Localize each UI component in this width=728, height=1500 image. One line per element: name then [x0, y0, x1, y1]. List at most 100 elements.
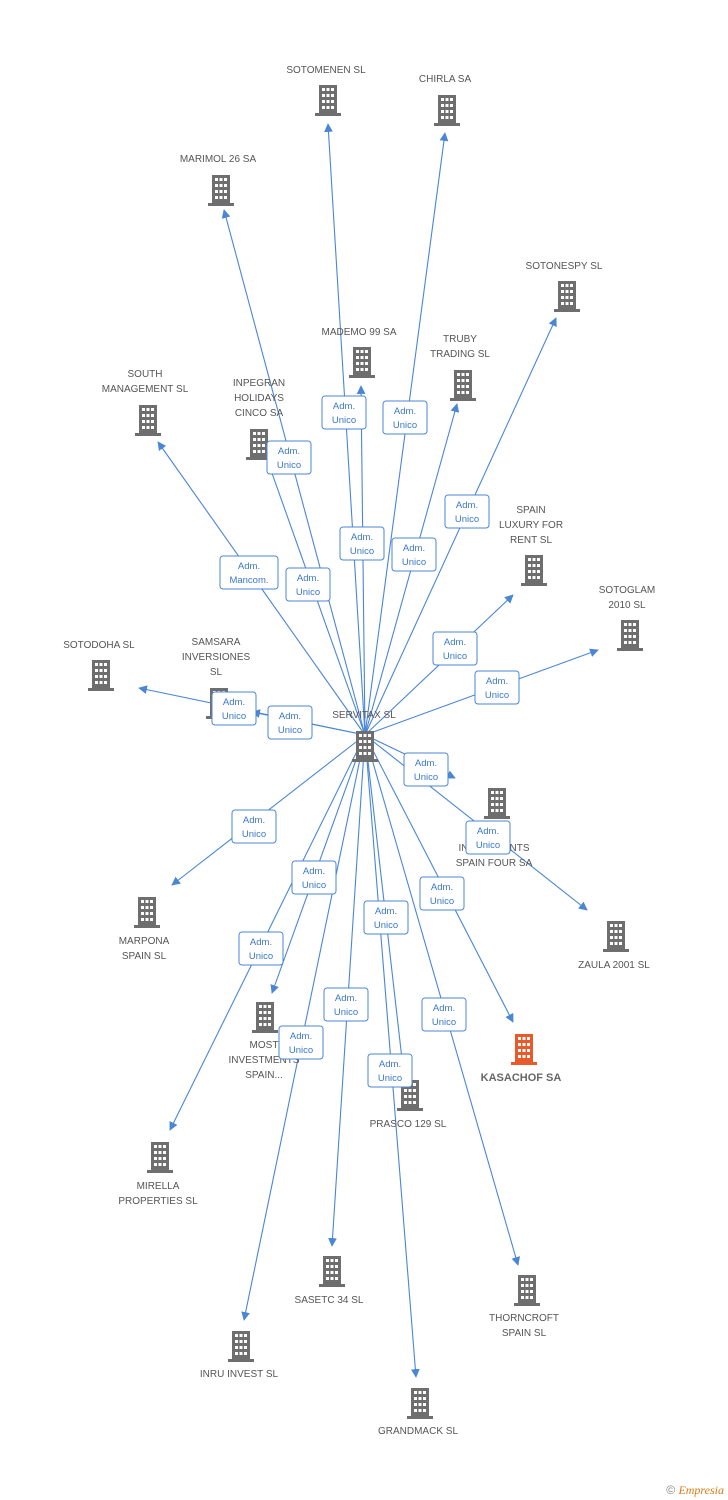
- node-sotonespy[interactable]: SOTONESPY SL: [526, 261, 603, 312]
- node-label[interactable]: SOTOMENEN SL: [286, 65, 366, 76]
- node-label[interactable]: SPAIN SL: [502, 1328, 547, 1339]
- node-label[interactable]: INRU INVEST SL: [200, 1369, 279, 1380]
- node-samsara[interactable]: SAMSARA INVERSIONES SL: [182, 637, 251, 719]
- node-label[interactable]: MIRELLA: [137, 1181, 180, 1192]
- node-label[interactable]: RENT SL: [510, 535, 552, 546]
- node-kasachof[interactable]: KASACHOF SA: [481, 1034, 562, 1084]
- node-label[interactable]: MOST: [250, 1040, 279, 1051]
- node-label[interactable]: KASACHOF SA: [481, 1072, 562, 1084]
- node-thorncroft[interactable]: THORNCROFT SPAIN SL: [489, 1275, 559, 1339]
- node-most[interactable]: MOST INVESTMENTS SPAIN...: [228, 1002, 300, 1081]
- building-icon[interactable]: [252, 1002, 278, 1033]
- building-icon[interactable]: [352, 731, 378, 762]
- roles-layer: Adm.UnicoAdm.UnicoAdm.UnicoAdm.UnicoAdm.…: [211, 395, 520, 1088]
- building-icon[interactable]: [511, 1034, 537, 1065]
- role-text: Unico: [485, 690, 509, 701]
- node-label[interactable]: MARIMOL 26 SA: [180, 154, 257, 165]
- building-icon[interactable]: [135, 405, 161, 436]
- center-node-servitax[interactable]: SERVITAX SL: [332, 710, 396, 762]
- building-icon[interactable]: [521, 555, 547, 586]
- building-icon[interactable]: [319, 1256, 345, 1287]
- node-chirla[interactable]: CHIRLA SA: [419, 74, 472, 126]
- building-icon[interactable]: [450, 370, 476, 401]
- node-label[interactable]: SOTOGLAM: [599, 585, 656, 596]
- node-label[interactable]: MANAGEMENT SL: [102, 384, 189, 395]
- node-label[interactable]: CINCO SA: [235, 408, 284, 419]
- building-icon[interactable]: [514, 1275, 540, 1306]
- building-icon[interactable]: [147, 1142, 173, 1173]
- node-label[interactable]: LUXURY FOR: [499, 520, 563, 531]
- node-label[interactable]: SPAIN: [516, 505, 545, 516]
- node-inpegran[interactable]: INPEGRAN HOLIDAYS CINCO SA: [233, 378, 285, 460]
- node-label[interactable]: GRANDMACK SL: [378, 1426, 458, 1437]
- node-label[interactable]: THORNCROFT: [489, 1313, 559, 1324]
- role-text: Unico: [414, 772, 438, 783]
- node-label[interactable]: SPAIN FOUR SA: [456, 858, 533, 869]
- building-icon[interactable]: [407, 1388, 433, 1419]
- node-label[interactable]: HOLIDAYS: [234, 393, 284, 404]
- building-icon[interactable]: [88, 660, 114, 691]
- node-marpona[interactable]: MARPONA SPAIN SL: [119, 897, 170, 962]
- node-inru[interactable]: INRU INVEST SL: [200, 1331, 279, 1380]
- node-mirella[interactable]: MIRELLA PROPERTIES SL: [118, 1142, 198, 1207]
- node-label[interactable]: SOTODOHA SL: [63, 640, 135, 651]
- building-icon[interactable]: [434, 95, 460, 126]
- role-text: Adm.: [297, 573, 319, 584]
- node-label[interactable]: TRUBY: [443, 334, 477, 345]
- node-grandmack[interactable]: GRANDMACK SL: [378, 1388, 458, 1437]
- node-label[interactable]: SASETC 34 SL: [295, 1295, 364, 1306]
- node-label[interactable]: SERVITAX SL: [332, 710, 396, 721]
- building-icon[interactable]: [554, 281, 580, 312]
- role-text: Unico: [402, 557, 426, 568]
- node-label[interactable]: SAMSARA: [192, 637, 241, 648]
- node-label[interactable]: INVESTMENTS: [228, 1055, 299, 1066]
- node-label[interactable]: CHIRLA SA: [419, 74, 472, 85]
- role-label-inpegran: Adm.Unico: [285, 567, 331, 602]
- node-label[interactable]: INVERSIONES: [182, 652, 251, 663]
- role-text: Adm.: [279, 711, 301, 722]
- building-icon[interactable]: [484, 788, 510, 819]
- building-icon[interactable]: [617, 620, 643, 651]
- node-label[interactable]: PRASCO 129 SL: [370, 1119, 447, 1130]
- node-label[interactable]: MARPONA: [119, 936, 170, 947]
- role-box: [421, 997, 467, 1032]
- brand-logo[interactable]: Empresia: [678, 1483, 724, 1497]
- node-label[interactable]: SOTONESPY SL: [526, 261, 603, 272]
- node-mademo[interactable]: MADEMO 99 SA: [321, 327, 397, 378]
- node-label[interactable]: MADEMO 99 SA: [321, 327, 396, 338]
- role-text: Mancom.: [229, 575, 268, 586]
- node-label[interactable]: SL: [210, 667, 223, 678]
- node-label[interactable]: SPAIN...: [245, 1070, 283, 1081]
- node-label[interactable]: TRADING SL: [430, 349, 490, 360]
- node-label[interactable]: SOUTH: [128, 369, 163, 380]
- node-marimol[interactable]: MARIMOL 26 SA: [180, 154, 257, 206]
- node-label[interactable]: PROPERTIES SL: [118, 1196, 198, 1207]
- node-label[interactable]: SPAIN SL: [122, 951, 167, 962]
- building-icon[interactable]: [603, 921, 629, 952]
- node-label[interactable]: ZAULA 2001 SL: [578, 960, 650, 971]
- role-box: [391, 537, 437, 572]
- node-sotoglam[interactable]: SOTOGLAM 2010 SL: [599, 585, 656, 651]
- building-icon[interactable]: [228, 1331, 254, 1362]
- node-label[interactable]: INPEGRAN: [233, 378, 285, 389]
- node-prasco[interactable]: PRASCO 129 SL: [370, 1080, 447, 1130]
- role-text: Adm.: [486, 676, 508, 687]
- building-icon[interactable]: [208, 175, 234, 206]
- node-sasetc[interactable]: SASETC 34 SL: [295, 1256, 364, 1306]
- building-icon[interactable]: [349, 347, 375, 378]
- node-spainlux[interactable]: SPAIN LUXURY FOR RENT SL: [499, 505, 563, 586]
- role-text: Unico: [432, 1017, 456, 1028]
- role-label-south: Adm.Mancom.: [219, 555, 279, 590]
- node-label[interactable]: 2010 SL: [608, 600, 646, 611]
- node-sotodoha[interactable]: SOTODOHA SL: [63, 640, 135, 691]
- node-zaula[interactable]: ZAULA 2001 SL: [578, 921, 650, 971]
- node-truby[interactable]: TRUBY TRADING SL: [430, 334, 490, 401]
- node-south[interactable]: SOUTH MANAGEMENT SL: [102, 369, 189, 436]
- role-box: [363, 900, 409, 935]
- building-icon[interactable]: [134, 897, 160, 928]
- role-text: Adm.: [335, 993, 357, 1004]
- building-icon[interactable]: [315, 85, 341, 116]
- nodes-layer: SERVITAX SL SOTOMENEN SL CHIRLA SA MARIMOL …: [63, 65, 655, 1437]
- node-sotomenen[interactable]: SOTOMENEN SL: [286, 65, 366, 116]
- role-label-sasetc: Adm.Unico: [323, 987, 369, 1022]
